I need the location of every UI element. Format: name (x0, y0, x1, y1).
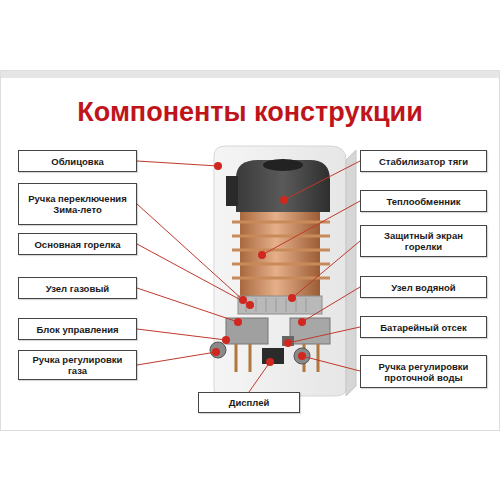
flue-outlet (263, 159, 303, 171)
callout-box: Стабилизатор тяги (360, 150, 487, 172)
part-name: Узел водяной (387, 282, 459, 293)
callout-box: Узел водяной (360, 276, 487, 298)
part-name: Узел газовый (42, 283, 113, 294)
top-band (0, 70, 500, 78)
part-name: Ручка регулировки газа (19, 354, 136, 376)
part-name: Дисплей (225, 397, 274, 408)
part-name: Ручка переключения Зима-лето (19, 193, 136, 215)
battery-box (282, 336, 294, 346)
part-name: Основная горелка (30, 239, 124, 250)
pipes (236, 344, 318, 372)
callout-box: Дисплей (198, 392, 300, 413)
casing-side (346, 150, 356, 396)
part-name: Теплообменник (383, 196, 465, 207)
gas-knob (210, 342, 226, 358)
callout-box: Узел газовый (18, 277, 137, 299)
callout-box: Батарейный отсек (360, 316, 487, 338)
callout-box: Защитный экран горелки (360, 225, 487, 257)
slide-frame (1, 71, 500, 431)
gas-unit (226, 318, 268, 344)
callout-box: Ручка регулировки проточной воды (360, 355, 487, 388)
water-knob (294, 348, 310, 364)
burner (238, 296, 322, 314)
slide-title: Компоненты конструкции (0, 96, 500, 128)
part-name: Облицовка (47, 156, 107, 167)
casing (214, 146, 346, 396)
callout-box: Основная горелка (18, 233, 137, 255)
callout-box: Ручка регулировки газа (18, 350, 137, 380)
draft-hood (236, 160, 330, 212)
callout-box: Ручка переключения Зима-лето (18, 183, 137, 225)
burner-slots (246, 298, 306, 312)
callout-box: Блок управления (18, 318, 137, 340)
part-name: Ручка регулировки проточной воды (361, 361, 486, 383)
part-name: Блок управления (32, 324, 122, 335)
callout-box: Теплообменник (360, 190, 487, 212)
part-name: Защитный экран горелки (361, 230, 486, 252)
callout-box: Облицовка (18, 150, 137, 172)
water-unit (290, 318, 330, 344)
part-name: Батарейный отсек (376, 322, 471, 333)
coils (232, 222, 330, 278)
hood-flap (226, 176, 238, 206)
part-name: Стабилизатор тяги (375, 156, 472, 167)
leader-lines (137, 161, 360, 392)
callout-dots (212, 162, 306, 366)
heat-exchanger (240, 212, 320, 296)
